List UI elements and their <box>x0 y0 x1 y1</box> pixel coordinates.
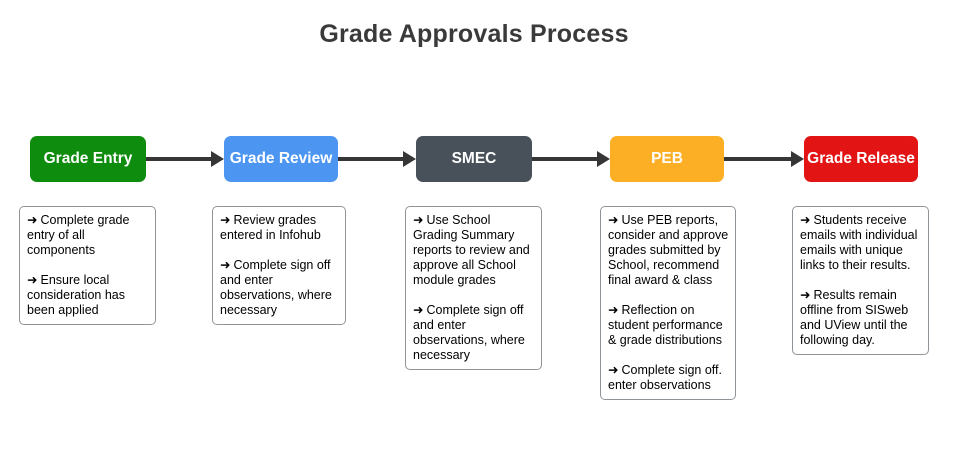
note-bullet: ➜Use PEB reports, consider and approve g… <box>608 213 731 288</box>
note-bullet: ➜Reflection on student performance & gra… <box>608 303 731 348</box>
note-text: Complete sign off and enter observations… <box>413 303 525 362</box>
arrow-head <box>211 151 224 167</box>
note-grade-review: ➜Review grades entered in Infohub ➜Compl… <box>212 206 346 325</box>
note-peb: ➜Use PEB reports, consider and approve g… <box>600 206 736 400</box>
arrow-bullet-icon: ➜ <box>608 213 619 227</box>
note-grade-entry: ➜Complete grade entry of all components … <box>19 206 156 325</box>
page-title: Grade Approvals Process <box>319 20 629 48</box>
arrow-bullet-icon: ➜ <box>220 258 231 272</box>
arrow-bullet-icon: ➜ <box>27 273 38 287</box>
arrow-bullet-icon: ➜ <box>608 303 619 317</box>
arrow-bullet-icon: ➜ <box>413 213 424 227</box>
note-text: Use School Grading Summary reports to re… <box>413 213 530 287</box>
arrow-head <box>597 151 610 167</box>
note-smec: ➜Use School Grading Summary reports to r… <box>405 206 542 370</box>
arrow-bullet-icon: ➜ <box>800 288 811 302</box>
stage-grade-release: Grade Release <box>804 136 918 182</box>
arrow-shaft <box>724 157 793 161</box>
note-bullet: ➜Ensure local consideration has been app… <box>27 273 151 318</box>
note-text: Complete sign off. enter observations <box>608 363 723 392</box>
arrow-bullet-icon: ➜ <box>800 213 811 227</box>
note-bullet: ➜Students receive emails with individual… <box>800 213 924 273</box>
note-text: Ensure local consideration has been appl… <box>27 273 125 317</box>
arrow-shaft <box>532 157 599 161</box>
note-bullet: ➜Results remain offline from SISweb and … <box>800 288 924 348</box>
note-bullet: ➜Use School Grading Summary reports to r… <box>413 213 537 288</box>
arrow-head <box>403 151 416 167</box>
connector-arrow-icon <box>338 151 416 167</box>
stage-grade-review: Grade Review <box>224 136 338 182</box>
arrow-head <box>791 151 804 167</box>
arrow-bullet-icon: ➜ <box>413 303 424 317</box>
stage-smec: SMEC <box>416 136 532 182</box>
note-text: Students receive emails with individual … <box>800 213 918 272</box>
note-grade-release: ➜Students receive emails with individual… <box>792 206 929 355</box>
stage-label: Grade Review <box>229 150 333 167</box>
arrow-bullet-icon: ➜ <box>220 213 231 227</box>
stage-grade-entry: Grade Entry <box>30 136 146 182</box>
arrow-shaft <box>146 157 213 161</box>
stage-peb: PEB <box>610 136 724 182</box>
arrow-bullet-icon: ➜ <box>27 213 38 227</box>
note-text: Review grades entered in Infohub <box>220 213 321 242</box>
note-bullet: ➜Complete sign off. enter observations <box>608 363 731 393</box>
note-text: Reflection on student performance & grad… <box>608 303 723 347</box>
arrow-shaft <box>338 157 405 161</box>
stage-label: Grade Entry <box>43 150 133 167</box>
note-bullet: ➜Complete sign off and enter observation… <box>413 303 537 363</box>
connector-arrow-icon <box>146 151 224 167</box>
note-text: Complete grade entry of all components <box>27 213 130 257</box>
note-bullet: ➜Review grades entered in Infohub <box>220 213 341 243</box>
stage-label: SMEC <box>451 150 497 167</box>
note-bullet: ➜Complete sign off and enter observation… <box>220 258 341 318</box>
stage-label: PEB <box>651 150 683 167</box>
stage-label: Grade Release <box>807 150 915 167</box>
connector-arrow-icon <box>724 151 804 167</box>
note-text: Results remain offline from SISweb and U… <box>800 288 909 347</box>
note-text: Use PEB reports, consider and approve gr… <box>608 213 729 287</box>
arrow-bullet-icon: ➜ <box>608 363 619 377</box>
connector-arrow-icon <box>532 151 610 167</box>
note-text: Complete sign off and enter observations… <box>220 258 332 317</box>
note-bullet: ➜Complete grade entry of all components <box>27 213 151 258</box>
